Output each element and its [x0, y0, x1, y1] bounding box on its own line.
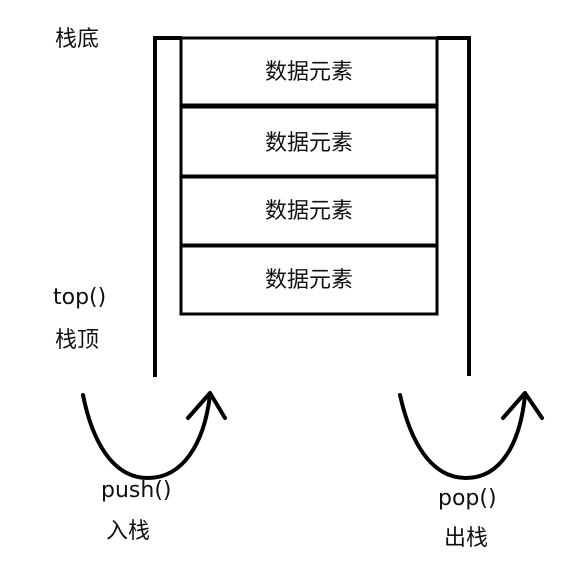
push-arrow-icon [81, 391, 227, 481]
stack-element-box-1 [179, 36, 439, 107]
push-label: 入栈 [106, 519, 151, 544]
top-function-label: top() [53, 285, 107, 310]
stack-element-label: 数据元素 [264, 131, 353, 156]
push-function-label: push() [101, 478, 172, 503]
stack-element-label: 数据元素 [264, 268, 353, 293]
pop-function-label: pop() [438, 486, 497, 511]
pop-label: 出栈 [444, 526, 489, 551]
stack-element-box-4 [179, 244, 439, 316]
stack-container-right-wall [437, 36, 471, 376]
stack-element-label: 数据元素 [264, 60, 353, 85]
pop-arrow-icon [398, 391, 544, 481]
stack-bottom-label: 栈底 [55, 27, 100, 52]
stack-container-left-wall [153, 36, 182, 377]
stack-top-label: 栈顶 [55, 328, 100, 353]
stack-element-label: 数据元素 [264, 199, 353, 224]
